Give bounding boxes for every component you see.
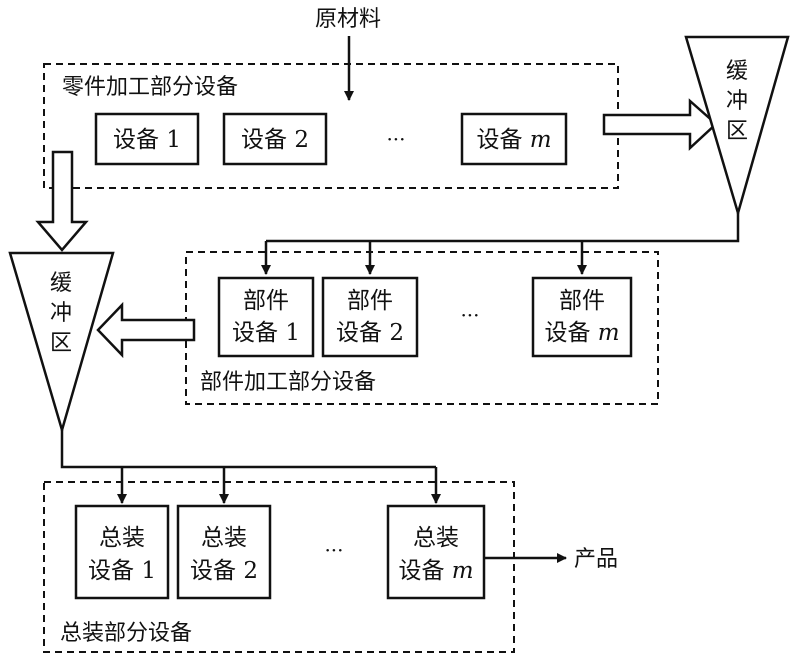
parts-device-1 — [94, 112, 200, 166]
component-device-m-line-1: 部件 — [559, 288, 605, 314]
assembly-device-m — [386, 504, 486, 600]
assembly-device-1 — [74, 504, 170, 600]
buffer-left — [8, 251, 115, 435]
component-device-1-line-2: 设备 1 — [232, 320, 300, 346]
assembly-ellipsis: ··· — [324, 538, 343, 562]
component-device-2 — [321, 276, 419, 358]
parts-to-buffer-right-arrow — [602, 98, 718, 151]
assembly-device-2-line-2: 设备 2 — [190, 558, 258, 584]
component-device-1-line-1: 部件 — [243, 288, 289, 314]
raw-material-label: 原材料 — [315, 7, 381, 32]
final-assembly-label: 总装部分设备 — [60, 621, 192, 646]
buffer-right-line-3: 区 — [726, 119, 748, 144]
parts-device-m-label: 设备 m — [476, 127, 551, 153]
assembly-device-1-line-2: 设备 1 — [88, 558, 156, 584]
component-device-m-line-2: 设备 m — [544, 320, 619, 346]
parts-ellipsis: ··· — [386, 127, 405, 151]
buffer-left-distribution-line — [60, 430, 436, 469]
assembly-device-1-line-1: 总装 — [99, 525, 145, 551]
buffer-right-distribution-line — [266, 213, 740, 243]
final-assembly-group — [43, 481, 515, 653]
buffer-left-line-1: 缓 — [50, 271, 72, 296]
assembly-device-2-line-1: 总装 — [201, 525, 247, 551]
component-device-2-line-2: 设备 2 — [336, 320, 404, 346]
component-device-m — [531, 276, 633, 358]
parts-device-m — [460, 112, 568, 166]
buffer-left-line-2: 冲 — [50, 301, 72, 326]
buffer-left-line-3: 区 — [50, 331, 72, 356]
assembly-device-2 — [176, 504, 272, 600]
buffer-right — [684, 35, 790, 218]
assembly-device-m-line-2: 设备 m — [398, 558, 473, 584]
buffer-right-line-1: 缓 — [726, 59, 748, 84]
component-device-1 — [217, 276, 315, 358]
component-ellipsis: ··· — [460, 303, 479, 327]
parts-to-buffer-left-arrow — [35, 150, 89, 252]
parts-device-2 — [222, 112, 328, 166]
product-label: 产品 — [574, 547, 618, 572]
component-to-buffer-left-arrow — [96, 301, 196, 359]
parts-processing-label: 零件加工部分设备 — [62, 75, 238, 100]
buffer-right-line-2: 冲 — [726, 89, 748, 114]
parts-device-1-label: 设备 1 — [113, 127, 181, 153]
parts-device-2-label: 设备 2 — [241, 127, 309, 153]
assembly-device-m-line-1: 总装 — [413, 525, 459, 551]
component-processing-label: 部件加工部分设备 — [200, 370, 376, 395]
component-device-2-line-1: 部件 — [347, 288, 393, 314]
